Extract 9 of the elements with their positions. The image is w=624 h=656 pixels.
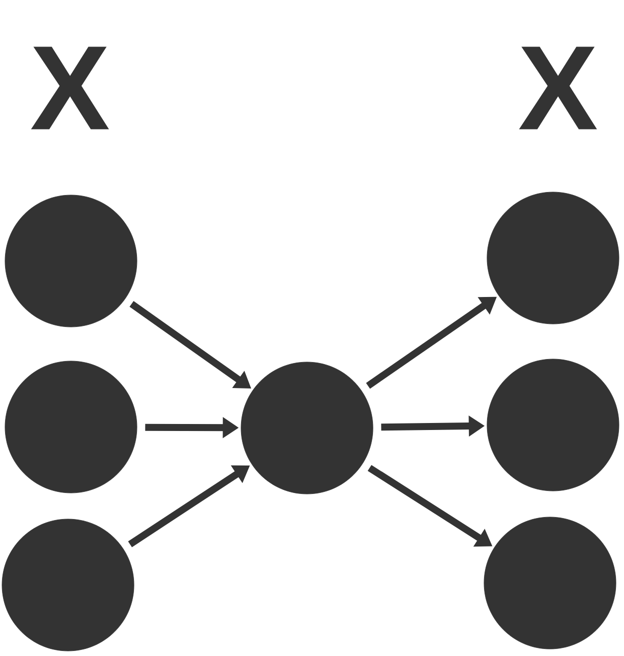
circle-node	[484, 516, 616, 650]
axis-label: X	[519, 46, 597, 130]
circle-node	[2, 518, 134, 652]
circle-node	[486, 192, 620, 324]
circle-node	[4, 194, 138, 328]
circle-node	[486, 358, 620, 492]
circle-node	[4, 360, 138, 494]
circle-node	[240, 362, 374, 494]
axis-label: X	[31, 46, 109, 130]
